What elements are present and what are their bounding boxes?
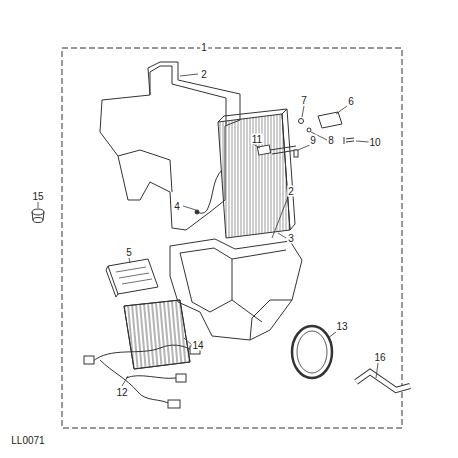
seal-ring: [292, 326, 332, 378]
o-ring: [307, 128, 311, 132]
wiring-harness: [84, 345, 200, 408]
seal-ring-inner: [297, 331, 327, 373]
grommet: [32, 209, 44, 223]
valve-pipes: [270, 146, 297, 154]
pollen-filter: [124, 300, 190, 369]
sensor-tip: [195, 210, 199, 214]
callout-number: 5: [125, 247, 133, 258]
callout-number: 14: [191, 340, 204, 351]
seal: [294, 150, 298, 157]
drain-pipe: [356, 372, 410, 390]
bolt: [344, 137, 354, 144]
lower-housing: [170, 239, 302, 340]
expansion-valve: [318, 112, 342, 128]
callout-number: 13: [335, 321, 348, 332]
valve-plate: [257, 145, 270, 155]
callout-number: 8: [327, 135, 335, 146]
o-ring: [299, 119, 304, 124]
callout-number: 1: [200, 42, 208, 53]
upper-housing: [100, 62, 240, 230]
callout-number: 10: [368, 137, 381, 148]
callout-number: 11: [251, 134, 263, 145]
callout-number: 15: [31, 191, 44, 202]
callout-number: 12: [115, 387, 128, 398]
callout-number: 4: [173, 201, 181, 212]
figure-code: LL0071: [10, 435, 45, 446]
callout-number: 6: [347, 96, 355, 107]
blower-resistor: [106, 259, 158, 297]
sensor-wire: [198, 170, 222, 213]
callout-number: 3: [287, 233, 295, 244]
callout-number: 9: [309, 135, 317, 146]
callout-number: 2: [287, 186, 295, 197]
leader-lines: [38, 74, 378, 386]
callout-number: 16: [373, 352, 386, 363]
evaporator: [218, 109, 295, 238]
callout-number: 7: [300, 95, 308, 106]
assembly-boundary: [62, 48, 402, 428]
callout-number: 2: [200, 69, 208, 80]
